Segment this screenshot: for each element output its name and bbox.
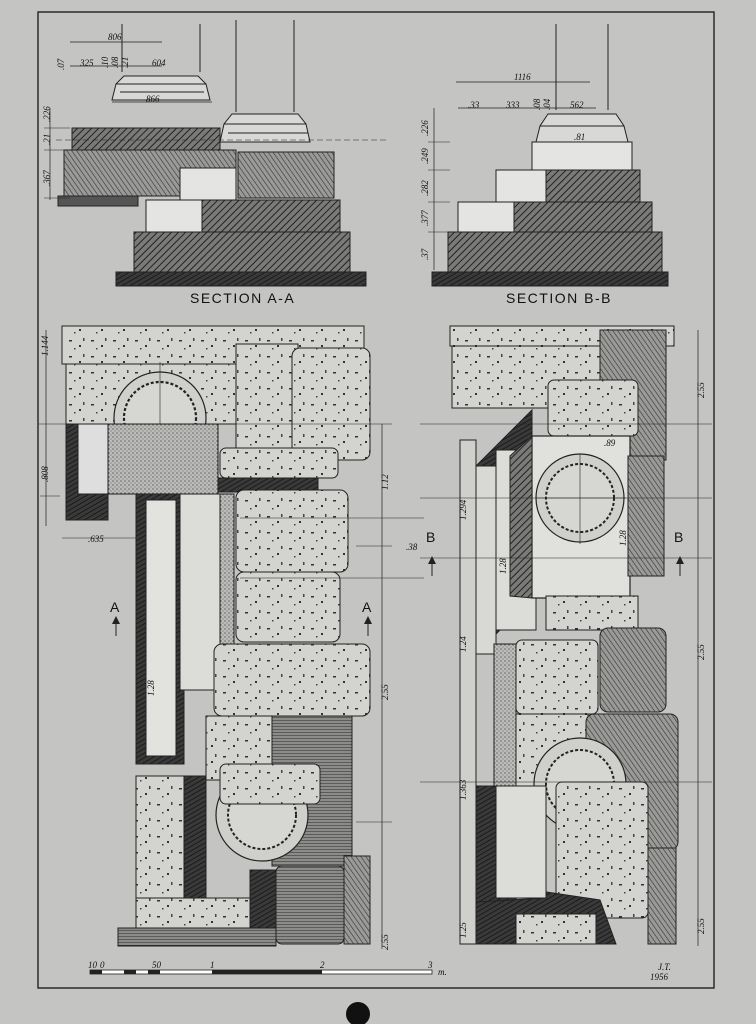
dim-aa-left-3: .367 [42, 170, 52, 186]
scale-unit: m. [438, 967, 447, 977]
dim-bb-left-4: .377 [420, 210, 430, 226]
dim-aa-left-2: .21 [42, 134, 52, 145]
scale-tick-50: 50 [152, 960, 162, 970]
dim-pr-255-a: 2.55 [696, 382, 706, 398]
cut-label-b-right: B [674, 529, 683, 545]
signature-year: 1956 [650, 972, 669, 982]
section-aa-elevation [44, 20, 386, 287]
dim-aa-left-1: .226 [42, 106, 52, 122]
dim-bb-333: 333 [505, 100, 520, 110]
dim-bb-left-5: .37 [420, 248, 430, 260]
dim-bb-562: 562 [570, 100, 584, 110]
scale-tick-3: 3 [427, 960, 433, 970]
dim-pl-112: 1.12 [380, 474, 390, 490]
cut-label-b-left: B [426, 529, 435, 545]
dim-pr-1363: 1.363 [458, 779, 468, 800]
section-aa-title: SECTION A-A [190, 290, 295, 306]
scale-tick-10: 10 [88, 960, 98, 970]
dim-pr-124: 1.24 [458, 636, 468, 652]
dim-pr-89: .89 [604, 438, 616, 448]
dim-pl-808: .808 [40, 466, 50, 482]
dim-aa-866: 866 [146, 94, 160, 104]
dim-pl-255-b: 2.55 [380, 934, 390, 950]
dim-pr-255-c: 2.55 [696, 918, 706, 934]
dim-aa-small-4: .21 [120, 57, 130, 68]
dim-bb-left-2: .249 [420, 148, 430, 164]
scale-bar [89, 969, 433, 975]
dim-aa-small-1: .07 [56, 58, 66, 70]
dim-bb-small-2: .04 [542, 98, 552, 110]
dim-bb-81: .81 [574, 132, 585, 142]
dim-pl-38: .38 [406, 542, 418, 552]
dim-bb-1116: 1116 [514, 72, 531, 82]
sheet-border [37, 11, 715, 989]
scale-tick-2: 2 [320, 960, 325, 970]
dim-pr-128-b: 1.28 [618, 530, 628, 546]
scale-tick-0: 0 [100, 960, 105, 970]
plan-left [38, 325, 424, 947]
cut-label-a-right: A [362, 599, 372, 615]
scale-tick-1: 1 [210, 960, 215, 970]
signature-initials: J.T. [658, 962, 671, 972]
dim-bb-left-3: .282 [420, 180, 430, 196]
punch-hole [346, 1002, 370, 1024]
dim-aa-small-2: .10 [100, 56, 110, 68]
section-bb-title: SECTION B-B [506, 290, 612, 306]
dim-pl-1144: 1.144 [40, 335, 50, 356]
dim-pl-635: .635 [88, 534, 104, 544]
dim-pl-128: 1.28 [146, 680, 156, 696]
dim-bb-small-1: .08 [532, 98, 542, 110]
dim-bb-33: .33 [468, 100, 480, 110]
dim-pr-125: 1.25 [458, 922, 468, 938]
plan-right [420, 325, 712, 946]
dim-aa-small-3: .08 [110, 56, 120, 68]
dim-aa-806: 806 [108, 32, 122, 42]
dim-pr-1294: 1.294 [458, 499, 468, 520]
cut-label-a-left: A [110, 599, 120, 615]
dim-aa-325: 325 [79, 58, 94, 68]
dim-bb-left-1: .226 [420, 120, 430, 136]
section-bb-elevation [428, 24, 669, 287]
dim-pr-255-b: 2.55 [696, 644, 706, 660]
dim-pr-128-a: 1.28 [498, 558, 508, 574]
dim-aa-604: 604 [152, 58, 166, 68]
dim-pl-255-a: 2.55 [380, 684, 390, 700]
